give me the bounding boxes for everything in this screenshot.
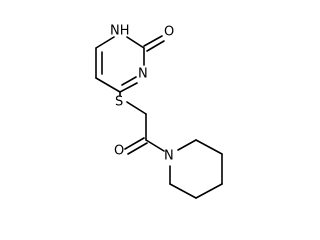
atom-n-ring: N xyxy=(138,67,148,82)
bond-c4-n3-inner xyxy=(121,76,137,86)
bond-n1-c2 xyxy=(126,36,145,49)
bond-co-o-b xyxy=(127,142,148,155)
bond-c2-o-b xyxy=(146,40,165,52)
bond-pip-n-c1 xyxy=(177,139,197,151)
bond-s-ch2 xyxy=(126,101,147,115)
atom-o-ring: O xyxy=(164,25,174,40)
bond-pip-c1-c2 xyxy=(195,139,223,155)
bond-pip-c4-c5 xyxy=(169,183,197,199)
bond-c2-o-a xyxy=(143,35,163,47)
bond-co-n xyxy=(145,139,165,152)
bond-pip-c3-c4 xyxy=(195,183,223,199)
atom-o-carbonyl: O xyxy=(114,144,124,159)
molecule-structure: NH O N S O N xyxy=(95,24,223,199)
atom-n-pip: N xyxy=(164,149,174,164)
atom-nh: NH xyxy=(110,24,130,39)
bond-co-o-a xyxy=(124,137,145,150)
bond-c6-n1 xyxy=(95,36,115,49)
atom-s: S xyxy=(115,95,123,110)
bond-c4-c5 xyxy=(95,77,121,93)
bond-n3-c4 xyxy=(119,82,138,93)
